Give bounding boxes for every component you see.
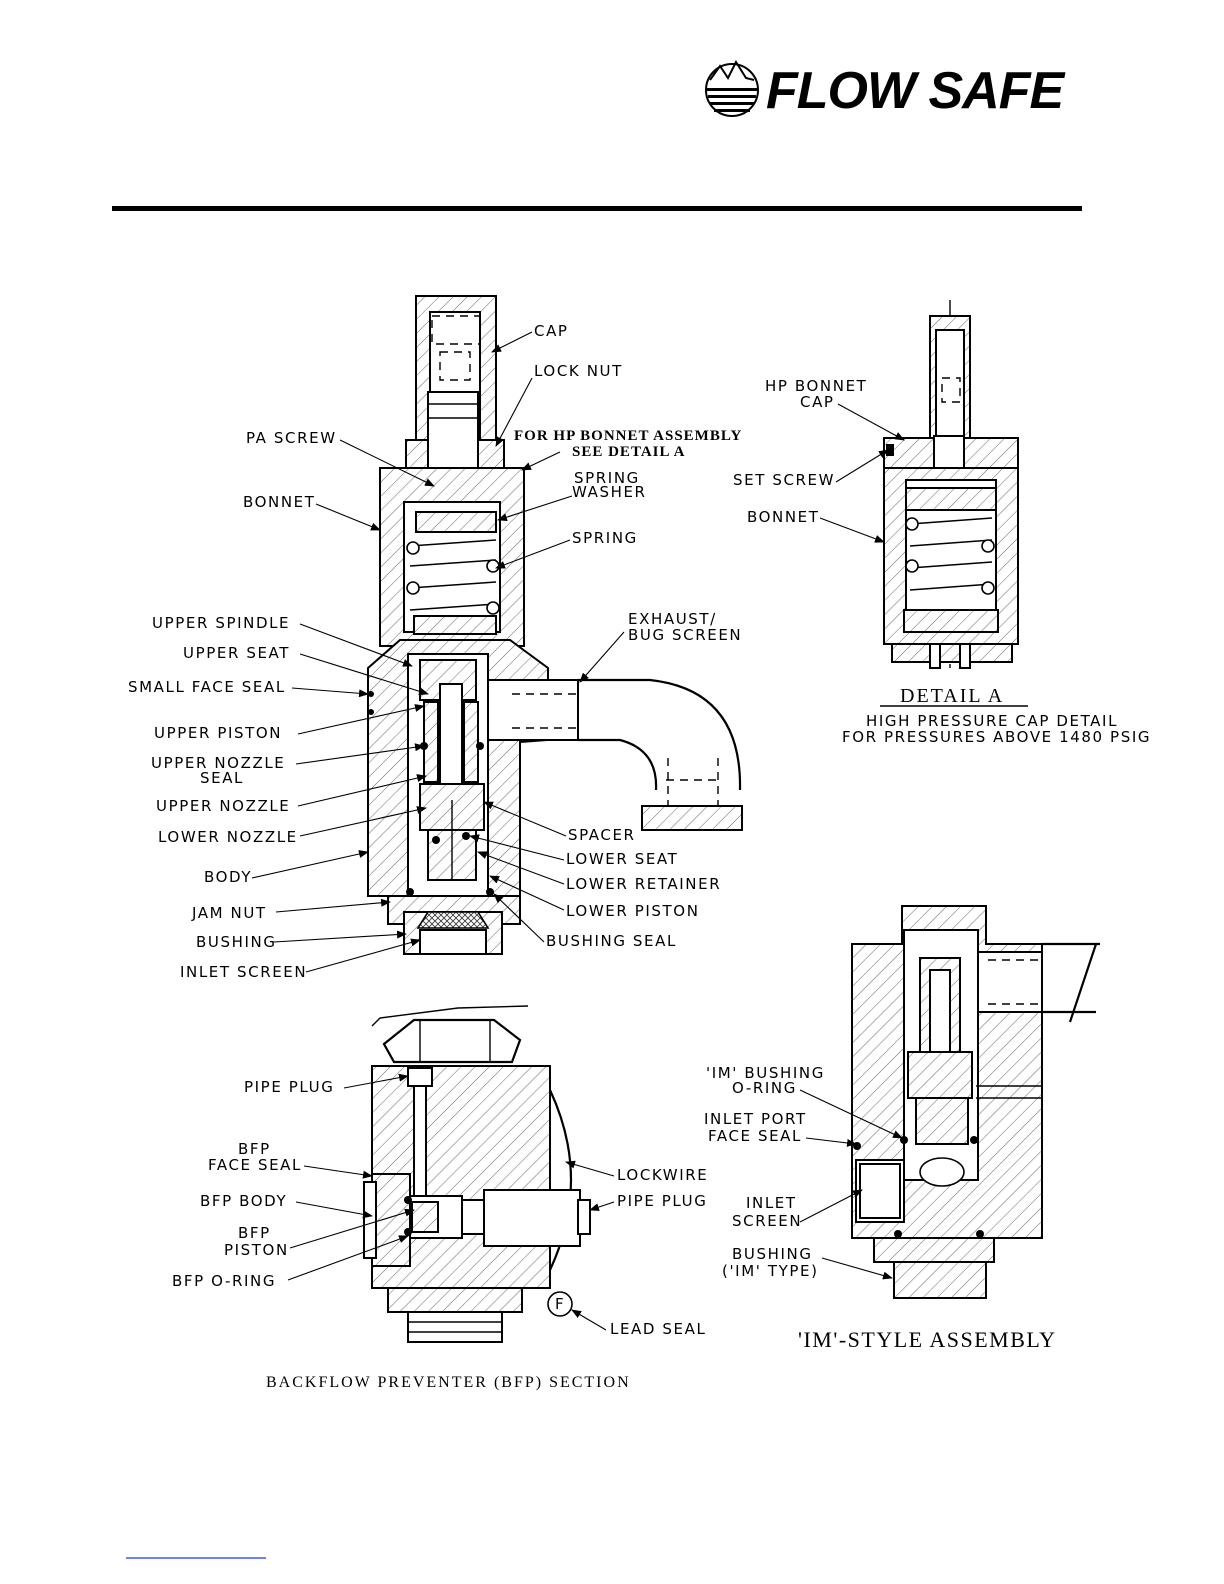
label-im-inlet-port-face-seal-1: INLET PORT xyxy=(704,1110,807,1128)
label-im-bushing-oring-1: 'IM' BUSHING xyxy=(706,1064,825,1082)
label-im-bushing-1: BUSHING xyxy=(732,1245,813,1263)
label-spring-washer-1: SPRING xyxy=(574,469,640,487)
label-im-bushing-oring-2: O-RING xyxy=(732,1079,797,1097)
label-upper-nozzle-seal-2: SEAL xyxy=(200,769,244,787)
im-assembly-title: 'IM'-STYLE ASSEMBLY xyxy=(798,1327,1057,1352)
header-rule xyxy=(112,206,1082,211)
detail-a-title: DETAIL A xyxy=(900,685,1004,707)
detail-a-caption-2: FOR PRESSURES ABOVE 1480 PSIG xyxy=(842,728,1151,746)
label-lower-seat: LOWER SEAT xyxy=(566,850,678,868)
label-hp-bonnet-cap-1: HP BONNET xyxy=(765,377,867,395)
label-exhaust-1: EXHAUST/ xyxy=(628,610,717,628)
label-lower-retainer: LOWER RETAINER xyxy=(566,875,721,893)
label-bfp-pipe-plug-top: PIPE PLUG xyxy=(244,1078,334,1096)
im-assembly xyxy=(851,905,1100,1299)
bfp-section-title: BACKFLOW PREVENTER (BFP) SECTION xyxy=(266,1374,631,1391)
label-im-inlet-screen-2: SCREEN xyxy=(732,1212,802,1230)
label-upper-nozzle: UPPER NOZZLE xyxy=(156,797,290,815)
label-spring-washer-2: WASHER xyxy=(572,483,647,501)
label-body: BODY xyxy=(204,868,252,886)
label-upper-piston: UPPER PISTON xyxy=(154,724,282,742)
label-im-bushing-2: ('IM' TYPE) xyxy=(722,1262,819,1280)
label-lower-nozzle: LOWER NOZZLE xyxy=(158,828,298,846)
bfp-lead-seal-marker: F xyxy=(555,1295,565,1313)
spring-coils xyxy=(406,539,500,615)
label-bushing: BUSHING xyxy=(196,933,277,951)
label-hp-bonnet-cap-2: CAP xyxy=(800,393,835,411)
label-upper-seat: UPPER SEAT xyxy=(183,644,290,662)
label-small-face-seal: SMALL FACE SEAL xyxy=(128,678,286,696)
label-hp-note-2: SEE DETAIL A xyxy=(572,444,685,460)
bfp-labels: PIPE PLUG BFP FACE SEAL BFP BODY BFP PIS… xyxy=(172,1073,708,1391)
label-pa-screw: PA SCREW xyxy=(246,429,337,447)
label-hp-note-1: FOR HP BONNET ASSEMBLY xyxy=(514,428,742,444)
label-im-inlet-port-face-seal-2: FACE SEAL xyxy=(708,1127,802,1145)
bfp-assembly: F xyxy=(363,1005,591,1343)
label-im-inlet-screen-1: INLET xyxy=(746,1194,797,1212)
label-bfp-lockwire: LOCKWIRE xyxy=(617,1166,708,1184)
label-bfp-lead-seal: LEAD SEAL xyxy=(610,1320,706,1338)
label-upper-nozzle-seal-1: UPPER NOZZLE xyxy=(151,754,285,772)
main-valve-assembly xyxy=(367,295,743,955)
label-bfp-body: BFP BODY xyxy=(200,1192,287,1210)
label-lock-nut: LOCK NUT xyxy=(534,362,623,380)
label-exhaust-2: BUG SCREEN xyxy=(628,626,742,644)
detail-a-labels: HP BONNET CAP SET SCREW BONNET DETAIL A … xyxy=(733,377,1151,746)
label-spring: SPRING xyxy=(572,529,638,547)
label-detail-bonnet: BONNET xyxy=(747,508,820,526)
label-inlet-screen: INLET SCREEN xyxy=(180,963,307,981)
brand-name: FLOW SAFE xyxy=(766,62,1066,120)
logo-emblem-icon xyxy=(705,59,759,117)
im-labels: 'IM' BUSHING O-RING INLET PORT FACE SEAL… xyxy=(704,1064,1057,1352)
detail-a-assembly xyxy=(883,300,1019,670)
label-bonnet: BONNET xyxy=(243,493,316,511)
label-upper-spindle: UPPER SPINDLE xyxy=(152,614,290,632)
main-labels: CAP LOCK NUT FOR HP BONNET ASSEMBLY SEE … xyxy=(128,322,742,981)
label-lower-piston: LOWER PISTON xyxy=(566,902,700,920)
label-set-screw: SET SCREW xyxy=(733,471,835,489)
label-cap: CAP xyxy=(534,322,569,340)
label-bfp-face-seal-2: FACE SEAL xyxy=(208,1156,302,1174)
label-bfp-piston-1: BFP xyxy=(238,1224,271,1242)
label-bushing-seal: BUSHING SEAL xyxy=(546,932,677,950)
label-jam-nut: JAM NUT xyxy=(191,904,267,922)
label-bfp-pipe-plug-side: PIPE PLUG xyxy=(617,1192,707,1210)
label-bfp-piston-2: PISTON xyxy=(224,1241,289,1259)
label-bfp-oring: BFP O-RING xyxy=(172,1272,276,1290)
label-bfp-face-seal-1: BFP xyxy=(238,1140,271,1158)
label-spacer: SPACER xyxy=(568,826,636,844)
detail-spring-coils xyxy=(905,517,995,595)
detail-a-caption-1: HIGH PRESSURE CAP DETAIL xyxy=(866,712,1118,730)
logo: FLOW SAFE xyxy=(705,59,1067,120)
